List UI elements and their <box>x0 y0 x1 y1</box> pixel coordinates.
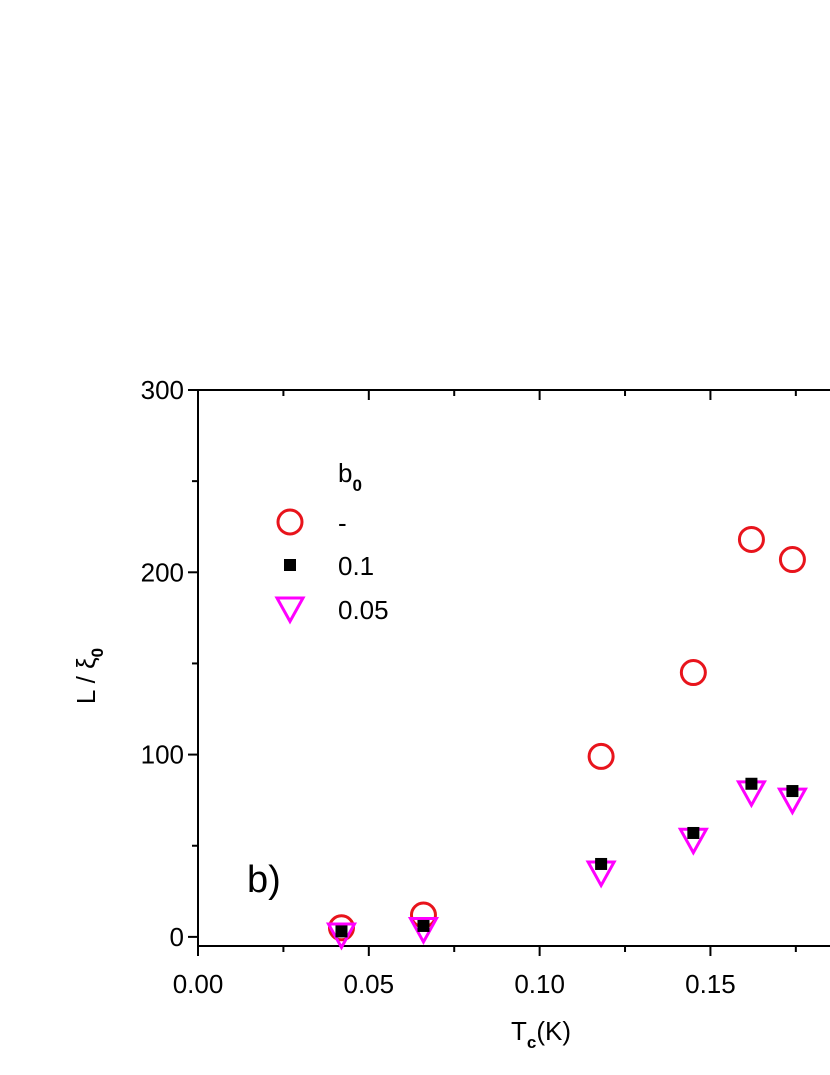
legend-title: b0 <box>338 458 362 495</box>
x-tick-label: 0.10 <box>514 969 565 999</box>
x-axis-label-sub: c <box>527 1033 536 1052</box>
axes <box>197 389 830 947</box>
data-point-circle-open <box>679 659 707 687</box>
data-point-square-filled <box>417 919 430 932</box>
y-tick-label: 100 <box>141 740 184 770</box>
legend-label: 0.1 <box>338 551 374 581</box>
y-axis-label-sub: 0 <box>88 648 107 657</box>
legend-marker-square-filled <box>284 559 296 571</box>
y-axis-label-main: L / ξ <box>71 657 101 704</box>
legend-label: - <box>338 508 347 538</box>
legend: b0 - 0.1 0.05 <box>274 458 389 625</box>
x-axis-label-rest: (K) <box>536 1016 571 1046</box>
x-tick-label: 0.00 <box>173 969 224 999</box>
data-point-circle-open <box>778 546 806 574</box>
ticks <box>188 389 797 956</box>
x-tick-label: 0.05 <box>344 969 395 999</box>
legend-title-sub: 0 <box>352 476 361 495</box>
legend-entry: 0.05 <box>274 595 389 625</box>
data-point-triangle-down-open <box>407 917 440 946</box>
data-point-square-filled <box>335 925 348 938</box>
data-points <box>325 525 808 951</box>
data-point-square-filled <box>786 785 799 798</box>
legend-label: 0.05 <box>338 595 389 625</box>
data-point-circle-open <box>587 742 615 770</box>
legend-marker-triangle-down-open <box>274 596 306 625</box>
x-axis-label-main: T <box>511 1016 527 1046</box>
y-axis-label: L / ξ0 <box>71 648 107 704</box>
x-tick-label: 0.15 <box>685 969 736 999</box>
legend-marker-circle-open <box>276 508 304 536</box>
legend-entry: 0.1 <box>284 551 374 581</box>
legend-entry: - <box>276 508 347 538</box>
data-point-square-filled <box>745 777 758 790</box>
data-point-circle-open <box>737 525 765 553</box>
y-tick-label: 300 <box>141 375 184 405</box>
panel-label: b) <box>247 859 281 901</box>
data-point-square-filled <box>595 857 608 870</box>
y-tick-label: 200 <box>141 557 184 587</box>
x-axis-label: Tc(K) <box>511 1016 571 1052</box>
data-point-square-filled <box>687 826 700 839</box>
y-tick-label: 0 <box>170 922 184 952</box>
legend-title-main: b <box>338 458 352 488</box>
data-point-triangle-down-open <box>325 922 358 951</box>
